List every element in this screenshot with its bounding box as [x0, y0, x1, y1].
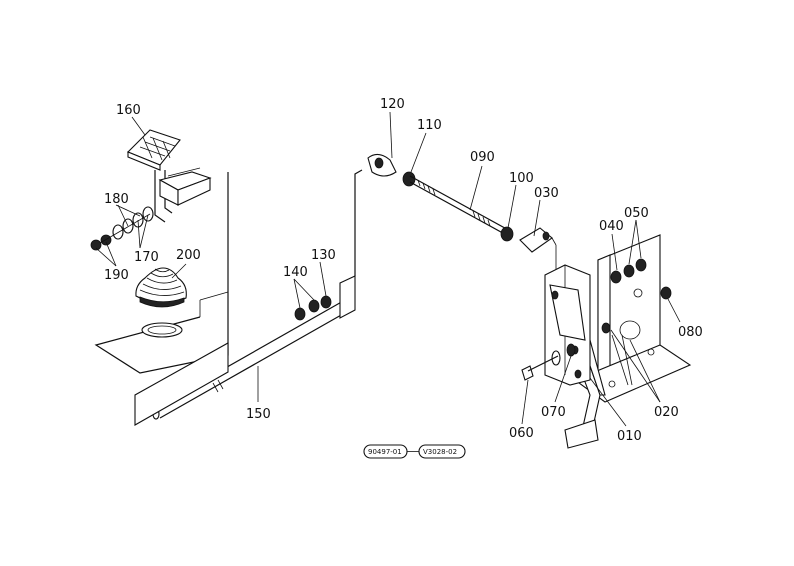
- callout-labels: 160 180 170 190 200 140 130 150 120 110 …: [104, 97, 703, 444]
- link-wire: [354, 169, 363, 276]
- rubber-boot: [135, 267, 187, 308]
- callout-180: 180: [104, 192, 129, 207]
- right-bracket-plate: [573, 234, 692, 403]
- callout-030: 030: [534, 186, 559, 201]
- callout-090: 090: [470, 150, 495, 165]
- pivot-bolt: [521, 343, 576, 381]
- callout-150: 150: [246, 407, 271, 422]
- callout-010: 010: [617, 429, 642, 444]
- callout-080: 080: [678, 325, 703, 340]
- callout-170: 170: [134, 250, 159, 265]
- callout-040: 040: [599, 219, 624, 234]
- pedal-bracket-panel: [94, 172, 229, 374]
- ref-tag-2: V3028-02: [423, 448, 457, 456]
- shaft-nuts: [294, 295, 332, 321]
- callout-110: 110: [417, 118, 442, 133]
- callout-130: 130: [311, 248, 336, 263]
- callout-050: 050: [624, 206, 649, 221]
- callout-070: 070: [541, 405, 566, 420]
- pedal-arm: [154, 167, 212, 223]
- pedal-pad: [127, 129, 181, 171]
- callout-190: 190: [104, 268, 129, 283]
- reference-tags: 90497-01 V3028-02: [363, 444, 466, 459]
- callout-060: 060: [509, 426, 534, 441]
- pedal-hardware: [90, 206, 154, 251]
- callout-140: 140: [283, 265, 308, 280]
- ref-tag-1: 90497-01: [368, 448, 402, 456]
- callout-160: 160: [116, 103, 141, 118]
- callout-200: 200: [176, 248, 201, 263]
- leader-lines: [95, 111, 681, 427]
- callout-100: 100: [509, 171, 534, 186]
- cross-shaft: [134, 275, 356, 426]
- callout-120: 120: [380, 97, 405, 112]
- callout-020: 020: [654, 405, 679, 420]
- bracket-nuts: [601, 258, 672, 334]
